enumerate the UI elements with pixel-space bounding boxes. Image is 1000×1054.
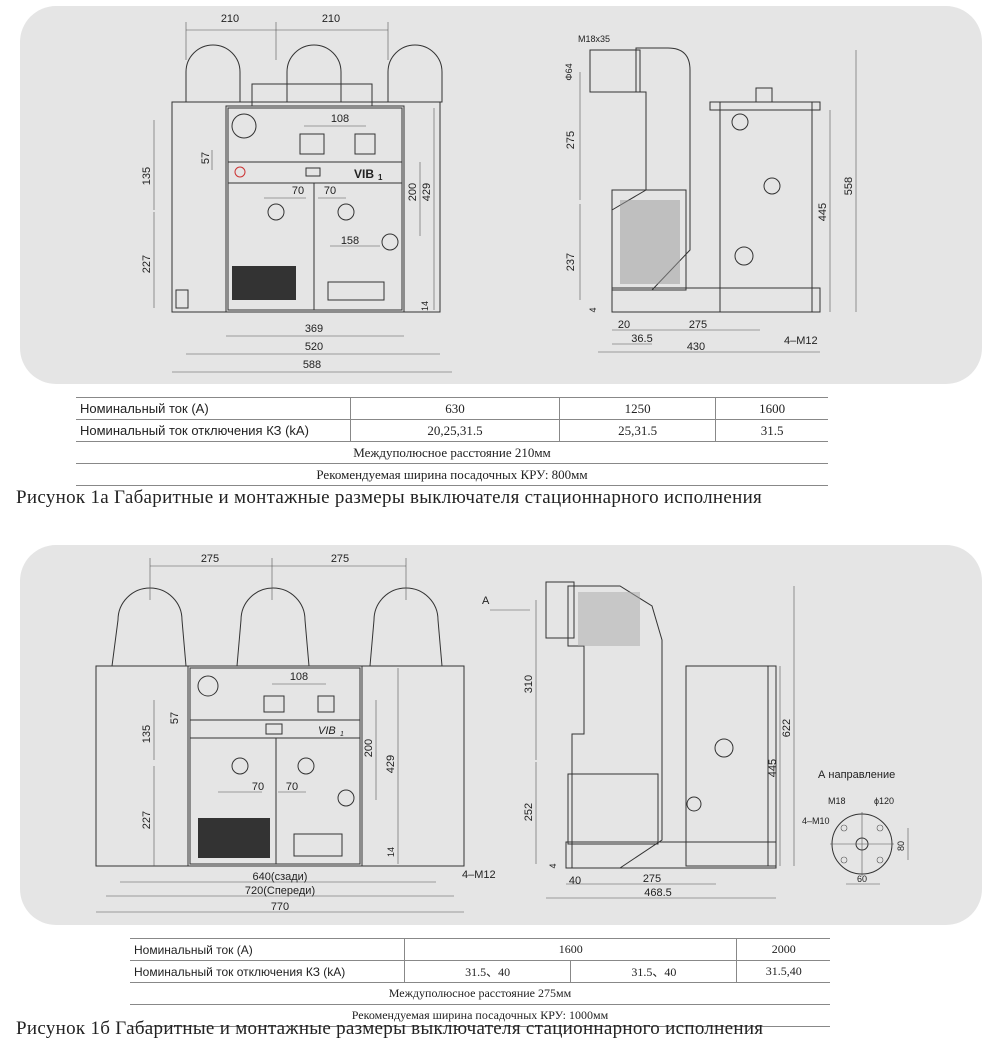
dim-588: 588: [303, 359, 321, 371]
dim-14: 14: [420, 301, 430, 311]
panel-label-vib: VIB: [354, 167, 374, 181]
table-a-row2-label: Номинальный ток отключения КЗ (kA): [76, 419, 351, 442]
dim-275-vertical: 275: [565, 131, 577, 149]
dim-252: 252: [523, 803, 535, 821]
figure-b-caption: Рисунок 1б Габаритные и монтажные размер…: [16, 1018, 764, 1039]
panel-label-vib-b: VIB: [318, 725, 336, 737]
table-b-cell: 2000: [736, 938, 830, 961]
table-a-recommended-width: Рекомендуемая ширина посадочных КРУ: 800…: [76, 463, 828, 486]
a-view-4-m10: 4–M10: [802, 816, 830, 826]
dim-237: 237: [565, 253, 577, 271]
table-b-cell: 31.5,40: [736, 960, 830, 983]
dim-m18x35: M18x35: [578, 34, 610, 44]
brand-logo-icon: [234, 166, 246, 178]
dim-135: 135: [141, 167, 153, 185]
figure-b-spec-table: Номинальный ток (А) 1600 2000 Номинальны…: [130, 938, 830, 1027]
dim-40: 40: [569, 875, 581, 887]
dim-227: 227: [141, 255, 153, 273]
dim-275-b-horizontal: 275: [643, 873, 661, 885]
dim-310: 310: [523, 675, 535, 693]
dim-phi64: Φ64: [564, 63, 574, 80]
dim-57-b: 57: [169, 712, 181, 724]
figure-b-front-view: 275 275 108 135 57 227 200 429 14 70 70 …: [95, 553, 496, 913]
dim-369: 369: [305, 323, 323, 335]
table-a-cell: 20,25,31.5: [349, 419, 560, 442]
dim-227-b: 227: [141, 811, 153, 829]
dim-20: 20: [618, 319, 630, 331]
dim-720: 720(Спереди): [245, 885, 315, 897]
figure-a-front-view: 210 210 108 369 520 588 70 70 158 135 57…: [141, 13, 452, 373]
figure-a-panel: [20, 6, 982, 384]
table-a-row1-label: Номинальный ток (А): [76, 397, 351, 420]
side-arrow-a: A: [482, 595, 490, 607]
dim-36-5: 36.5: [631, 333, 652, 345]
dim-70-left: 70: [292, 185, 304, 197]
dim-4-m12: 4–M12: [784, 335, 818, 347]
table-a-cell: 31.5: [715, 419, 828, 442]
dim-770: 770: [271, 901, 289, 913]
dim-210-left: 210: [221, 13, 239, 25]
a-view-m18: M18: [828, 796, 846, 806]
figure-a-spec-table: Номинальный ток (А) 630 1250 1600 Номина…: [76, 397, 828, 486]
dim-640: 640(сзади): [253, 871, 308, 883]
figure-b-side-view: A 310 252 4 445 622 40 275 468.5: [482, 581, 795, 899]
a-view-60: 60: [857, 874, 867, 884]
dim-14-b: 14: [386, 847, 396, 857]
figure-b-a-direction-view: А направление M18 4–M10 ϕ120 80 60: [802, 769, 909, 885]
table-b-cell: 31.5、40: [570, 960, 737, 983]
a-view-80: 80: [896, 841, 906, 851]
a-view-title: А направление: [818, 769, 895, 781]
table-b-row1-label: Номинальный ток (А): [130, 938, 405, 961]
panel-label-sub: 1: [378, 173, 383, 182]
dim-70-b-left: 70: [252, 781, 264, 793]
dim-468-5: 468.5: [644, 887, 672, 899]
figure-a-side-view: M18x35 Φ64 275 237 4 445 558 20 275 36.5…: [564, 34, 857, 353]
dim-210-right: 210: [322, 13, 340, 25]
table-b-pole-distance: Междуполюсное расстояние 275мм: [130, 982, 830, 1005]
dim-158: 158: [341, 235, 359, 247]
table-b-cell: 1600: [403, 938, 737, 961]
dim-429: 429: [421, 183, 433, 201]
dim-429-b: 429: [385, 755, 397, 773]
dim-4: 4: [588, 307, 598, 312]
table-b-recommended-width: Рекомендуемая ширина посадочных КРУ: 100…: [130, 1004, 830, 1027]
panel-label-sub-b: 1: [340, 731, 344, 738]
table-b-cell: 31.5、40: [403, 960, 571, 983]
dim-200-b: 200: [363, 739, 375, 757]
dim-57: 57: [200, 152, 212, 164]
dim-275-horizontal: 275: [689, 319, 707, 331]
dim-622: 622: [781, 719, 793, 737]
dim-275-right: 275: [331, 553, 349, 565]
dim-4-m12-b: 4–M12: [462, 869, 496, 881]
dim-108-b: 108: [290, 671, 308, 683]
dim-200: 200: [407, 183, 419, 201]
dim-70-right: 70: [324, 185, 336, 197]
dim-445: 445: [817, 203, 829, 221]
dim-108: 108: [331, 113, 349, 125]
dim-70-b-right: 70: [286, 781, 298, 793]
a-view-phi120: ϕ120: [874, 796, 894, 806]
dim-275-left: 275: [201, 553, 219, 565]
figure-a-caption: Рисунок 1а Габаритные и монтажные размер…: [16, 487, 763, 508]
dim-445-b: 445: [767, 759, 779, 777]
table-b-row2-label: Номинальный ток отключения КЗ (kA): [130, 960, 405, 983]
dim-430: 430: [687, 341, 705, 353]
dim-520: 520: [305, 341, 323, 353]
dim-135-b: 135: [141, 725, 153, 743]
dim-4-b: 4: [548, 863, 558, 868]
dim-558: 558: [843, 177, 855, 195]
